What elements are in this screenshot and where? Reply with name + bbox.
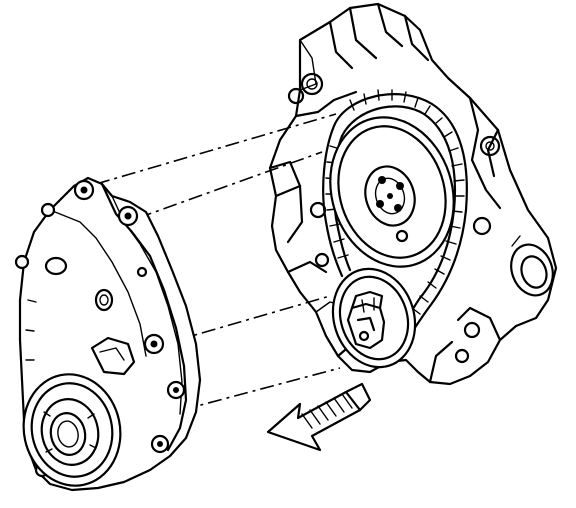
- installation-arrow: [266, 382, 372, 452]
- camshaft-sprocket: [329, 116, 455, 268]
- crankshaft-sprocket: [331, 267, 417, 369]
- front-crankshaft-seal: [22, 373, 122, 487]
